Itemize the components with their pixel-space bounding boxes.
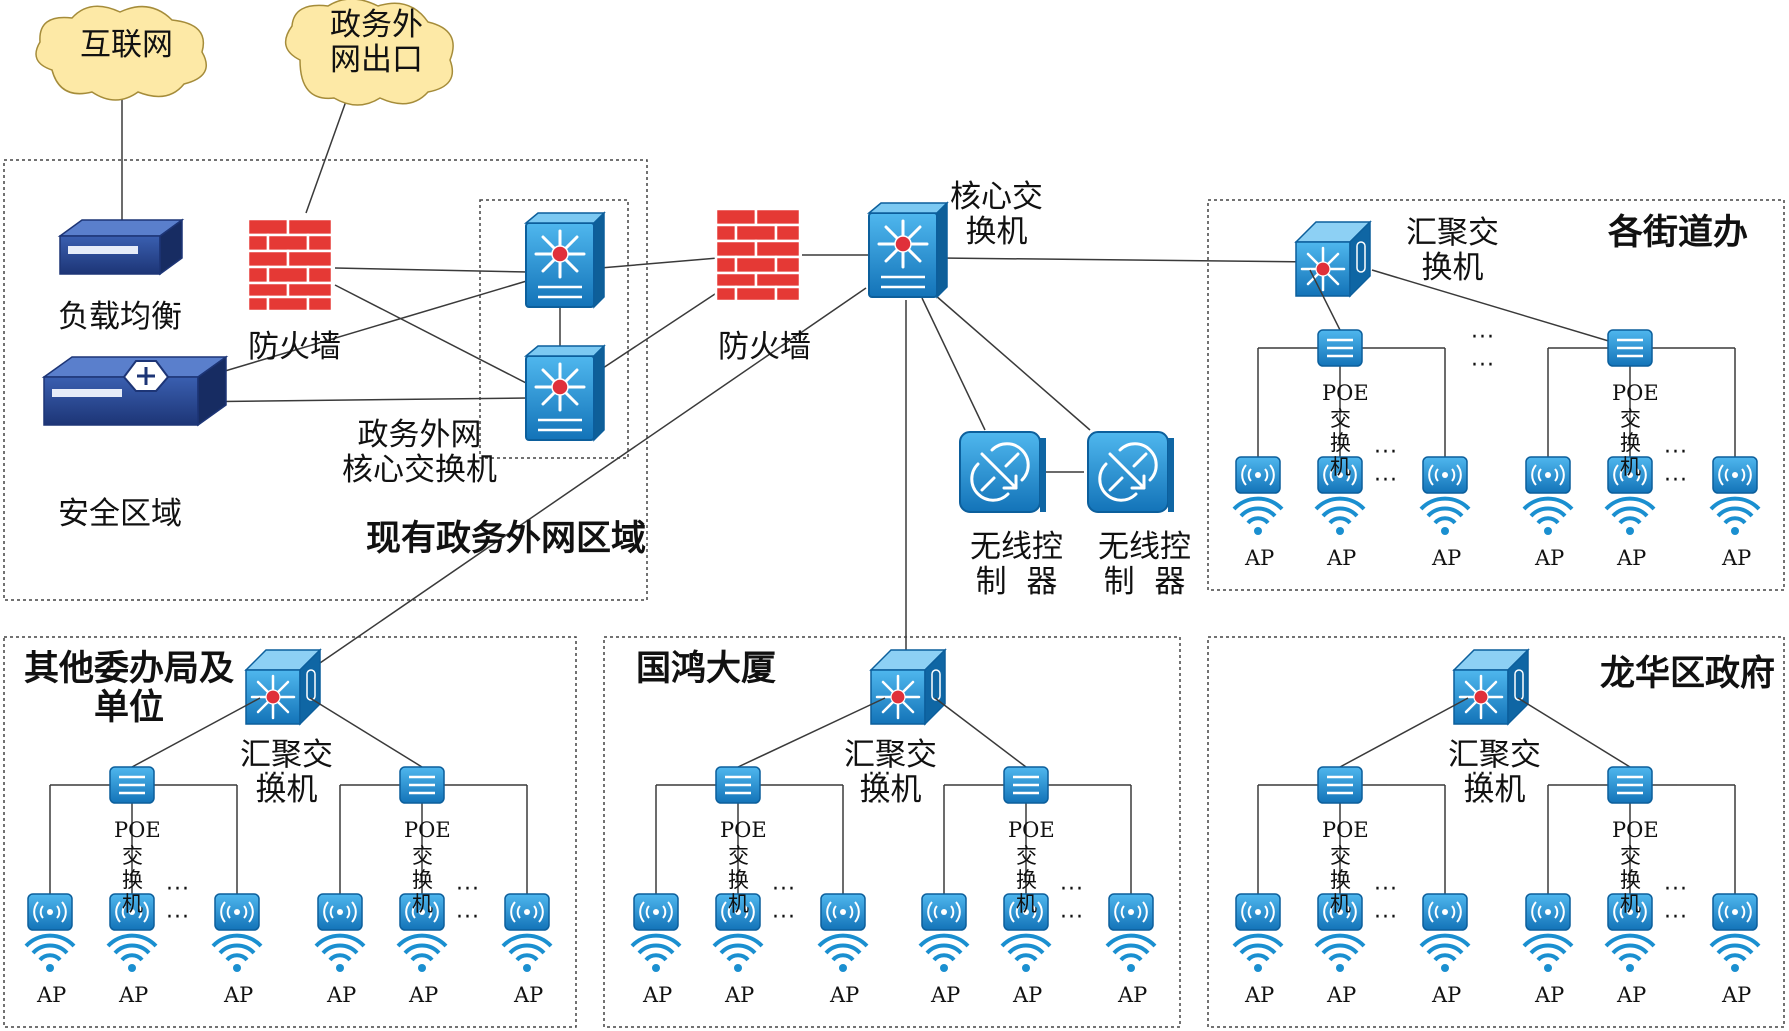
streets-ap-right-0-icon bbox=[1522, 455, 1574, 537]
longhua-ap-right-2-icon bbox=[1709, 892, 1761, 974]
guohong-ap-right-0-icon bbox=[918, 892, 970, 974]
streets-poe-switch-left-icon bbox=[1316, 328, 1364, 368]
other_bureaus-ap-right-0-icon bbox=[314, 892, 366, 974]
guohong-ap-right-1-icon bbox=[1000, 892, 1052, 974]
streets-ap-right-2-icon bbox=[1709, 455, 1761, 537]
gov-core-switch-top-icon bbox=[524, 211, 606, 309]
other-bureaus-region-box bbox=[3, 636, 577, 1028]
other_bureaus-poe-switch-left-icon bbox=[108, 765, 156, 805]
longhua-region-box bbox=[1207, 636, 1785, 1028]
streets-agg-switch-icon bbox=[1294, 220, 1372, 298]
gov-exit-cloud bbox=[284, 0, 454, 106]
guohong-ap-right-2-icon bbox=[1105, 892, 1157, 974]
existing-region-box bbox=[3, 159, 648, 601]
longhua-ap-right-1-icon bbox=[1604, 892, 1656, 974]
guohong-poe-switch-right-icon bbox=[1002, 765, 1050, 805]
longhua-poe-switch-left-icon bbox=[1316, 765, 1364, 805]
other_bureaus-ap-right-1-icon bbox=[396, 892, 448, 974]
streets-agg-to-poe-left bbox=[1309, 269, 1341, 331]
longhua-ap-left-0-icon bbox=[1232, 892, 1284, 974]
guohong-ap-left-2-icon bbox=[817, 892, 869, 974]
internet-cloud bbox=[35, 5, 207, 101]
longhua-ap-right-0-icon bbox=[1522, 892, 1574, 974]
other_bureaus-agg-to-poe-right bbox=[309, 697, 423, 768]
streets-ap-left-0-icon bbox=[1232, 455, 1284, 537]
other_bureaus-agg-switch-icon bbox=[244, 648, 322, 726]
wireless-controller-1-icon bbox=[958, 430, 1048, 514]
other_bureaus-ap-right-2-icon bbox=[501, 892, 553, 974]
longhua-ap-left-1-icon bbox=[1314, 892, 1366, 974]
gov-core-switch-bottom-icon bbox=[524, 344, 606, 442]
longhua-agg-switch-icon bbox=[1452, 648, 1530, 726]
streets-region-box bbox=[1207, 199, 1785, 591]
core-switch-icon bbox=[867, 201, 949, 299]
guohong-agg-switch-icon bbox=[869, 648, 947, 726]
guohong-ap-left-0-icon bbox=[630, 892, 682, 974]
load-balancer-device bbox=[57, 218, 185, 276]
other_bureaus-agg-to-poe-left bbox=[131, 697, 261, 768]
guohong-agg-to-poe-right bbox=[934, 697, 1027, 768]
streets-poe-switch-right-icon bbox=[1606, 328, 1654, 368]
streets-ap-right-1-icon bbox=[1604, 455, 1656, 537]
other_bureaus-ap-left-2-icon bbox=[211, 892, 263, 974]
longhua-agg-to-poe-right bbox=[1517, 697, 1631, 768]
other_bureaus-poe-switch-right-icon bbox=[398, 765, 446, 805]
longhua-poe-switch-right-icon bbox=[1606, 765, 1654, 805]
backbone-links bbox=[121, 89, 1633, 688]
streets-ap-left-2-icon bbox=[1419, 455, 1471, 537]
guohong-agg-to-poe-left bbox=[737, 697, 886, 768]
other_bureaus-ap-left-0-icon bbox=[24, 892, 76, 974]
longhua-agg-to-poe-left bbox=[1339, 697, 1469, 768]
security-zone-device bbox=[41, 355, 229, 427]
guohong-ap-left-1-icon bbox=[712, 892, 764, 974]
longhua-ap-left-2-icon bbox=[1419, 892, 1471, 974]
gov-core-switch-box bbox=[479, 199, 629, 459]
guohong-region-box bbox=[603, 636, 1181, 1028]
wireless-controller-2-icon bbox=[1086, 430, 1176, 514]
guohong-poe-switch-left-icon bbox=[714, 765, 762, 805]
other_bureaus-ap-left-1-icon bbox=[106, 892, 158, 974]
firewall-left-icon bbox=[246, 217, 334, 313]
firewall-mid-icon bbox=[714, 207, 802, 303]
streets-ap-left-1-icon bbox=[1314, 455, 1366, 537]
